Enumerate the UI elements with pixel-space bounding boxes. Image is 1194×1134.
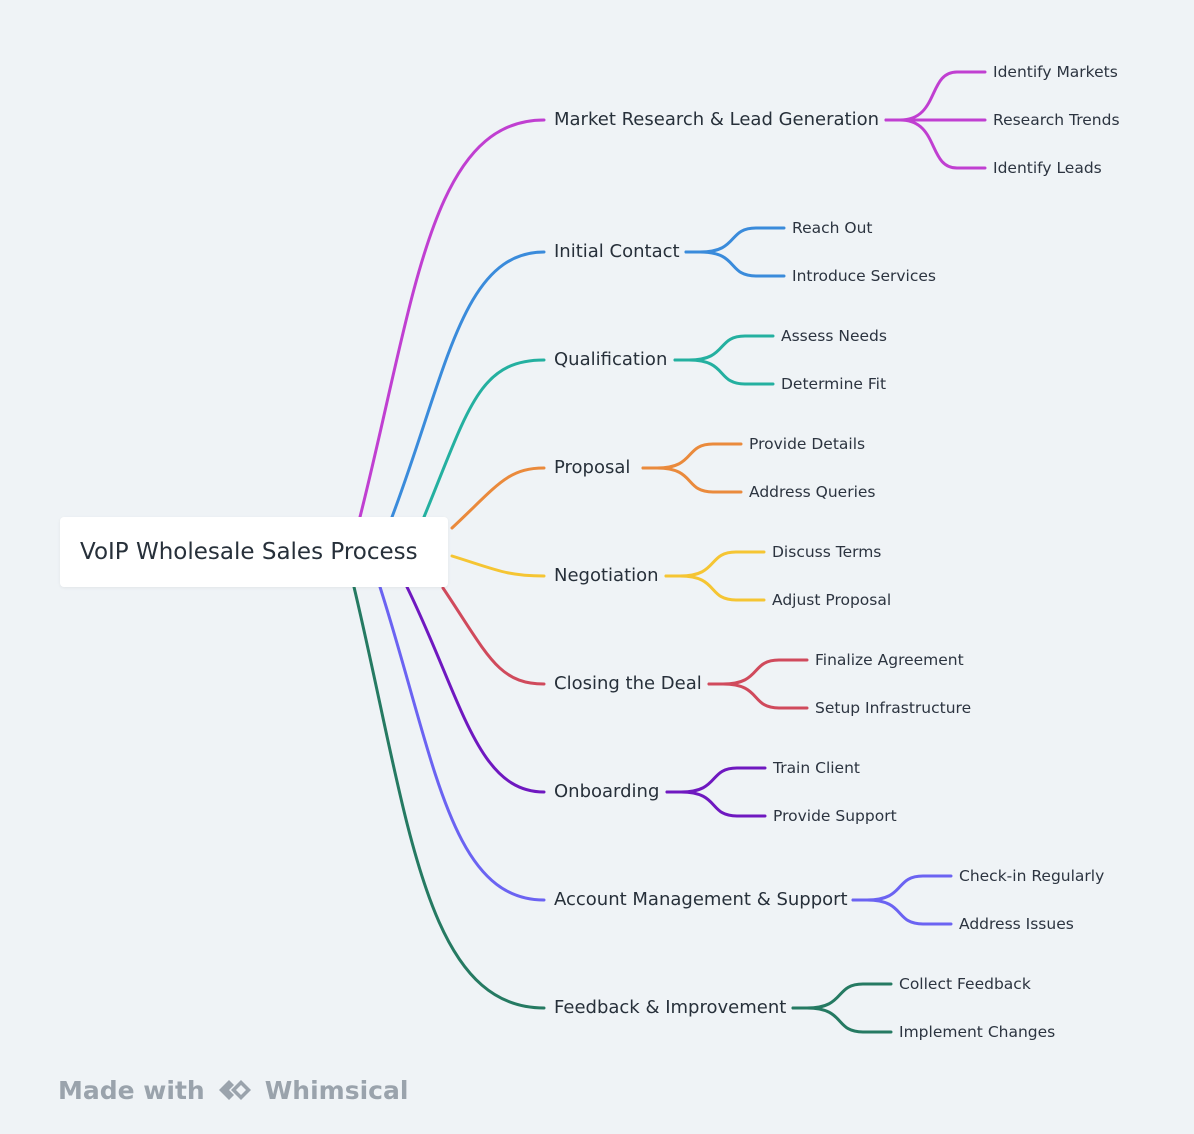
branch-node-6[interactable]: Closing the Deal bbox=[554, 673, 702, 694]
connector-root-6 bbox=[441, 586, 546, 686]
child-node-9-1[interactable]: Collect Feedback bbox=[899, 975, 1031, 993]
connector-branch-8-child-1 bbox=[851, 874, 953, 902]
connector-root-4 bbox=[450, 466, 546, 530]
connector-branch-7-child-2 bbox=[665, 790, 767, 818]
made-with-whimsical-badge[interactable]: Made with Whimsical bbox=[58, 1070, 408, 1110]
connector-root-3 bbox=[422, 358, 546, 519]
connector-branch-1-child-1 bbox=[884, 70, 987, 122]
connector-root-5 bbox=[450, 554, 546, 578]
connector-branch-6-child-1 bbox=[707, 658, 809, 686]
whimsical-brand: Whimsical bbox=[264, 1075, 409, 1105]
connector-branch-9-child-1 bbox=[791, 982, 893, 1010]
child-node-5-1[interactable]: Discuss Terms bbox=[772, 543, 882, 561]
branch-node-7[interactable]: Onboarding bbox=[554, 781, 660, 802]
branch-node-8[interactable]: Account Management & Support bbox=[554, 889, 848, 910]
child-node-7-1[interactable]: Train Client bbox=[773, 759, 860, 777]
connector-branch-2-child-1 bbox=[684, 226, 786, 254]
child-node-1-2[interactable]: Research Trends bbox=[993, 111, 1120, 129]
child-node-3-2[interactable]: Determine Fit bbox=[781, 375, 887, 393]
connector-branch-1-child-3 bbox=[884, 118, 987, 170]
connector-branch-3-child-1 bbox=[673, 334, 775, 362]
child-node-8-1[interactable]: Check-in Regularly bbox=[959, 867, 1105, 885]
connector-root-8 bbox=[378, 585, 546, 902]
root-node[interactable]: VoIP Wholesale Sales Process bbox=[60, 517, 448, 587]
branch-node-2[interactable]: Initial Contact bbox=[554, 241, 680, 262]
branch-node-1[interactable]: Market Research & Lead Generation bbox=[554, 109, 880, 130]
child-node-7-2[interactable]: Provide Support bbox=[773, 807, 897, 825]
branch-node-5[interactable]: Negotiation bbox=[554, 565, 659, 586]
branch-node-9[interactable]: Feedback & Improvement bbox=[554, 997, 787, 1018]
connector-branch-6-child-2 bbox=[707, 682, 809, 710]
child-node-1-3[interactable]: Identify Leads bbox=[993, 159, 1102, 177]
branch-node-4[interactable]: Proposal bbox=[554, 457, 631, 478]
child-node-4-1[interactable]: Provide Details bbox=[749, 435, 866, 453]
whimsical-logo-icon bbox=[218, 1080, 251, 1100]
connector-branch-9-child-2 bbox=[791, 1006, 893, 1034]
connector-root-9 bbox=[352, 585, 546, 1010]
connector-branch-4-child-2 bbox=[641, 466, 743, 494]
child-node-8-2[interactable]: Address Issues bbox=[959, 915, 1074, 933]
connector-root-2 bbox=[390, 250, 546, 519]
child-node-1-1[interactable]: Identify Markets bbox=[993, 63, 1118, 81]
child-node-4-2[interactable]: Address Queries bbox=[749, 483, 876, 501]
connector-branch-2-child-2 bbox=[684, 250, 786, 278]
branch-node-3[interactable]: Qualification bbox=[554, 349, 668, 370]
connector-branch-5-child-2 bbox=[664, 574, 766, 602]
connector-branch-5-child-1 bbox=[664, 550, 766, 578]
child-node-3-1[interactable]: Assess Needs bbox=[781, 327, 887, 345]
child-node-2-2[interactable]: Introduce Services bbox=[792, 267, 936, 285]
child-node-6-2[interactable]: Setup Infrastructure bbox=[815, 699, 972, 717]
child-node-5-2[interactable]: Adjust Proposal bbox=[772, 591, 892, 609]
connector-root-7 bbox=[405, 585, 546, 794]
connector-branch-3-child-2 bbox=[673, 358, 775, 386]
connector-branch-7-child-1 bbox=[665, 766, 767, 794]
child-node-9-2[interactable]: Implement Changes bbox=[899, 1023, 1056, 1041]
child-node-6-1[interactable]: Finalize Agreement bbox=[815, 651, 964, 669]
made-with-label: Made with bbox=[58, 1075, 205, 1105]
child-node-2-1[interactable]: Reach Out bbox=[792, 219, 873, 237]
connector-root-1 bbox=[358, 118, 546, 519]
connector-branch-4-child-1 bbox=[641, 442, 743, 470]
connector-branch-8-child-2 bbox=[851, 898, 953, 926]
